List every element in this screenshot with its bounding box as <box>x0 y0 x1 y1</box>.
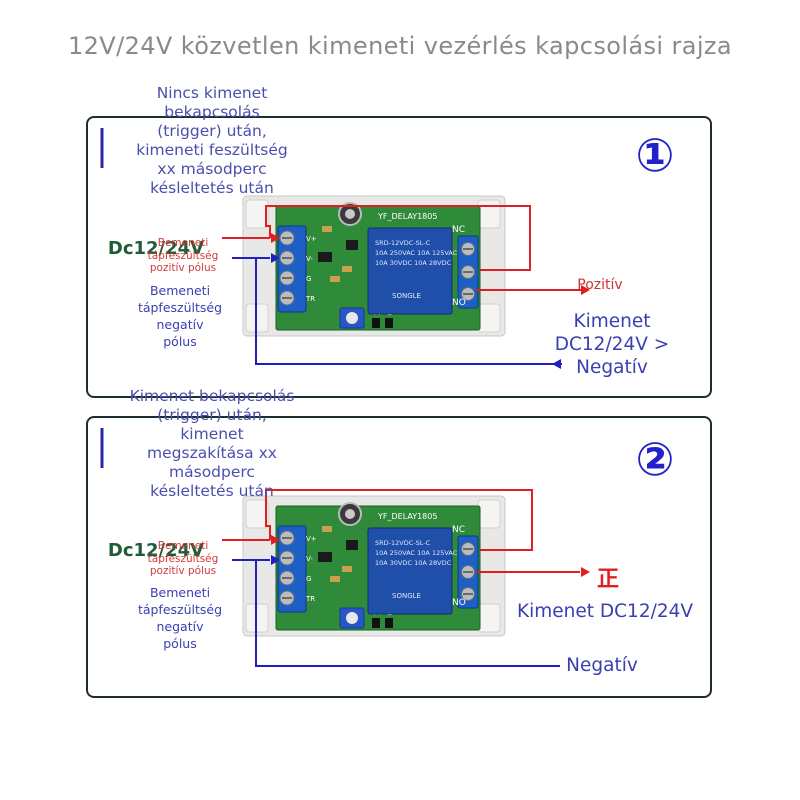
potentiometer-knob <box>346 312 358 324</box>
panel-1-number: ① <box>635 128 675 182</box>
panel-2-number: ② <box>635 432 675 486</box>
input-negative-arrow <box>271 253 280 263</box>
resistor <box>342 266 352 272</box>
relay-spec-text: SRD-12VDC-SL-C <box>375 539 431 547</box>
terminal-label-no: NO <box>452 598 466 608</box>
panel-1-input-positive-label: Bemeneti tápfeszültség pozitív pólus <box>147 237 219 274</box>
jumper-pin <box>372 618 380 628</box>
relay-spec-text: 10A 30VDC 10A 28VDC <box>375 259 452 267</box>
potentiometer-knob <box>346 612 358 624</box>
output-negative-wire <box>255 258 562 365</box>
terminal-label: V- <box>306 255 313 263</box>
relay <box>367 227 453 315</box>
terminal-label: V- <box>306 555 313 563</box>
jumper-pin <box>372 318 380 328</box>
ic-chip <box>318 552 332 562</box>
terminal-label: TR <box>305 595 315 603</box>
terminal-label-nc: NC <box>452 525 465 535</box>
resistor <box>322 226 332 232</box>
output-positive-arrow <box>581 567 590 577</box>
relay <box>367 527 453 615</box>
ic-chip <box>318 252 332 262</box>
relay-brand: SONGLE <box>392 292 421 300</box>
output-negative-arrow <box>552 359 561 369</box>
mounting-tab <box>245 199 269 229</box>
relay-common-wire <box>265 205 531 271</box>
terminal-label: TR <box>305 295 315 303</box>
panel-2-wires <box>222 489 590 667</box>
mounting-tab <box>477 303 501 333</box>
module-model-label: YF_DELAY1805 <box>377 212 437 221</box>
terminal-label: V+ <box>306 235 317 243</box>
input-terminal-block <box>277 225 307 313</box>
resistor <box>330 276 340 282</box>
terminal-label-nc: NC <box>452 225 465 235</box>
panel-2-input-negative-label: Bemeneti tápfeszültség negatív pólus <box>137 585 223 651</box>
panel-2-output-positive-symbol: 正 <box>596 567 619 592</box>
mounting-tab <box>477 199 501 229</box>
resistor <box>342 566 352 572</box>
input-terminal-block <box>277 525 307 613</box>
page-title: 12V/24V közvetlen kimeneti vezérlés kapc… <box>67 32 733 60</box>
panel-1-wires <box>222 205 590 369</box>
relay-spec-text: SRD-12VDC-SL-C <box>375 239 431 247</box>
panel-1-input-negative-label: Bemeneti tápfeszültség negatív pólus <box>137 283 223 349</box>
mounting-tab <box>245 499 269 529</box>
panel-1-output-positive-label: Pozitív <box>577 277 623 293</box>
terminal-label-no: NO <box>452 298 466 308</box>
input-positive-arrow <box>271 233 280 243</box>
panel-1-description: Nincs kimenet bekapcsolás (trigger) után… <box>136 84 288 197</box>
input-negative-arrow <box>271 555 280 565</box>
resistor <box>322 526 332 532</box>
jumper-pin <box>385 618 393 628</box>
panel-2-description: Kimenet bekapcsolás (trigger) után, kime… <box>129 387 295 500</box>
terminal-label: V+ <box>306 535 317 543</box>
transistor <box>346 540 358 550</box>
input-positive-arrow <box>271 535 280 545</box>
output-positive-arrow <box>581 285 590 295</box>
capacitor-top <box>345 209 355 219</box>
relay-spec-text: 10A 30VDC 10A 28VDC <box>375 559 452 567</box>
panel-2-output-label: Kimenet DC12/24V <box>516 601 694 622</box>
module-model-label: YF_DELAY1805 <box>377 512 437 521</box>
capacitor-top <box>345 509 355 519</box>
jumper-pin <box>385 318 393 328</box>
resistor <box>330 576 340 582</box>
relay-brand: SONGLE <box>392 592 421 600</box>
panel-2-supply-label: Dc12/24V <box>107 540 205 561</box>
panel-2-input-positive-label: Bemeneti tápfeszültség pozitív pólus <box>147 540 219 577</box>
relay-spec-text: 10A 250VAC 10A 125VAC <box>375 249 458 257</box>
relay-spec-text: 10A 250VAC 10A 125VAC <box>375 549 458 557</box>
output-negative-wire <box>255 560 560 667</box>
terminal-label: G <box>306 575 311 583</box>
panel-2-output-negative-label: Negatív <box>566 655 638 676</box>
mounting-tab <box>477 603 501 633</box>
panel-1-supply-label: Dc12/24V <box>107 238 205 259</box>
relay-common-wire <box>265 489 533 551</box>
transistor <box>346 240 358 250</box>
terminal-label: G <box>306 275 311 283</box>
panel-1-output-label: Kimenet DC12/24V > Negatív <box>554 311 670 378</box>
mounting-tab <box>477 499 501 529</box>
